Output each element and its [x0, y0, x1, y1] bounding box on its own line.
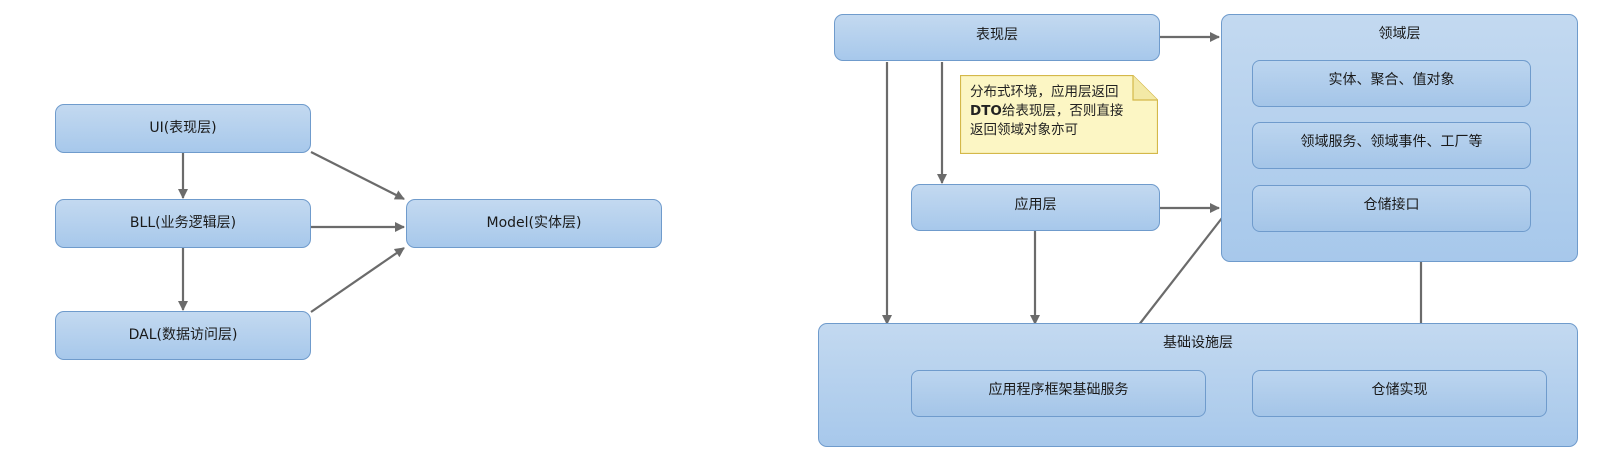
application-layer-box: 应用层 [911, 184, 1160, 231]
app-framework-label: 应用程序框架基础服务 [988, 382, 1129, 398]
bll-layer-label: BLL(业务逻辑层) [129, 215, 237, 231]
note-line-2: DTO给表现层，否则直接 [970, 102, 1150, 121]
repository-impl-label: 仓储实现 [1371, 382, 1428, 398]
arrow-ui-to-model [310, 151, 405, 200]
domain-layer-label: 领域层 [1378, 26, 1421, 42]
arrow-dal-to-model [310, 247, 405, 313]
ui-layer-label: UI(表现层) [149, 120, 217, 136]
repository-interface-label: 仓储接口 [1363, 197, 1420, 213]
dto-note: 分布式环境，应用层返回 DTO给表现层，否则直接 返回领域对象亦可 [960, 75, 1158, 154]
app-framework-box: 应用程序框架基础服务 [911, 370, 1206, 417]
dal-layer-box: DAL(数据访问层) [55, 311, 311, 360]
note-dto-bold: DTO [970, 103, 1002, 119]
note-line-3: 返回领域对象亦可 [970, 122, 1078, 138]
model-layer-label: Model(实体层) [486, 215, 582, 231]
domain-services-box: 领域服务、领域事件、工厂等 [1252, 122, 1531, 169]
repository-interface-box: 仓储接口 [1252, 185, 1531, 232]
entities-box: 实体、聚合、值对象 [1252, 60, 1531, 107]
application-layer-label: 应用层 [1014, 197, 1057, 213]
domain-services-label: 领域服务、领域事件、工厂等 [1300, 134, 1483, 150]
note-line-2-rest: 给表现层，否则直接 [1001, 103, 1124, 119]
entities-label: 实体、聚合、值对象 [1328, 72, 1455, 88]
presentation-layer-label: 表现层 [976, 27, 1018, 43]
repository-impl-box: 仓储实现 [1252, 370, 1547, 417]
presentation-layer-box: 表现层 [834, 14, 1160, 61]
model-layer-box: Model(实体层) [406, 199, 662, 248]
note-line-1: 分布式环境，应用层返回 [970, 84, 1119, 100]
ui-layer-box: UI(表现层) [55, 104, 311, 153]
note-text: 分布式环境，应用层返回 DTO给表现层，否则直接 返回领域对象亦可 [970, 83, 1150, 140]
bll-layer-box: BLL(业务逻辑层) [55, 199, 311, 248]
dal-layer-label: DAL(数据访问层) [128, 327, 238, 343]
infrastructure-layer-label: 基础设施层 [1163, 335, 1233, 351]
note-shape [960, 75, 1158, 154]
